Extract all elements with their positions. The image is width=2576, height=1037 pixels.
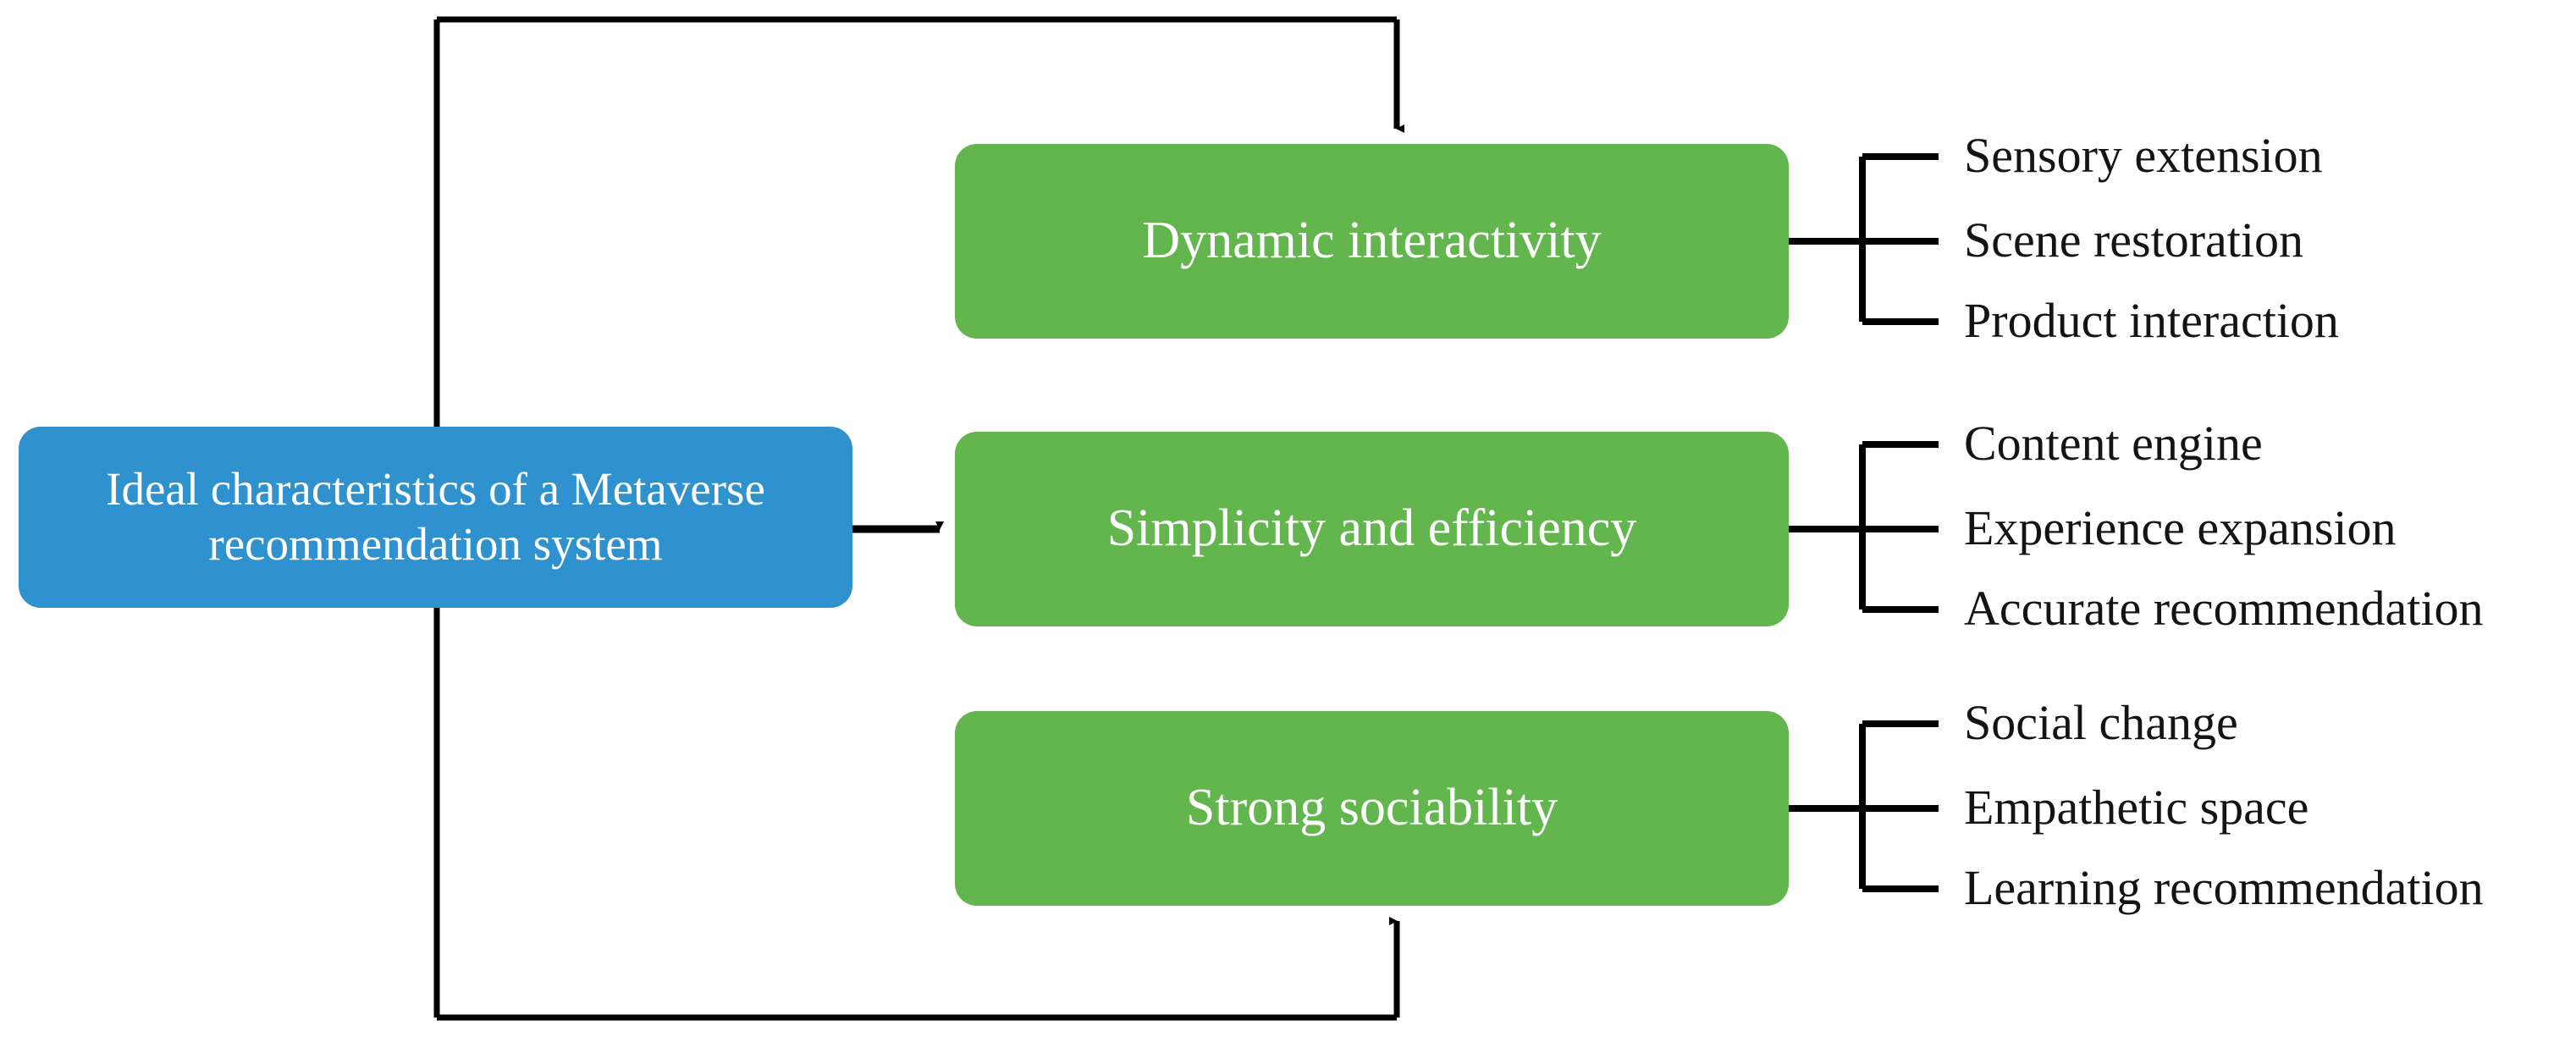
- branch-node-dynamic-interactivity[interactable]: Dynamic interactivity: [955, 144, 1789, 339]
- root-node-label-line2: recommendation system: [208, 518, 663, 570]
- bracket-strong-sociability: [1789, 720, 1939, 892]
- branch-node-simplicity-and-efficiency[interactable]: Simplicity and efficiency: [955, 432, 1789, 626]
- leaf-label: Content engine: [1964, 416, 2263, 471]
- leaf-label: Learning recommendation: [1964, 860, 2484, 915]
- branch-node-label: Simplicity and efficiency: [1106, 499, 1637, 558]
- leaf-label: Product interaction: [1964, 293, 2339, 348]
- branch-node-label: Strong sociability: [1185, 779, 1558, 837]
- root-node-label-line1: Ideal characteristics of a Metaverse: [106, 463, 765, 516]
- leaf-label: Experience expansion: [1964, 500, 2397, 555]
- leaf-label: Accurate recommendation: [1964, 581, 2484, 636]
- branch-node-label: Dynamic interactivity: [1142, 212, 1602, 270]
- leaf-label: Sensory extension: [1964, 128, 2323, 183]
- connector-root-to-strong-sociability: [437, 917, 1400, 1021]
- leaf-label: Empathetic space: [1964, 780, 2309, 835]
- branch-node-strong-sociability[interactable]: Strong sociability: [955, 711, 1789, 906]
- connector-root-to-dynamic-interactivity: [437, 16, 1404, 133]
- leaf-label: Scene restoration: [1964, 212, 2304, 268]
- bracket-simplicity-and-efficiency: [1789, 441, 1939, 613]
- bracket-dynamic-interactivity: [1789, 153, 1939, 325]
- leaf-label: Social change: [1964, 695, 2238, 750]
- root-node[interactable]: Ideal characteristics of a Metaverse rec…: [19, 427, 852, 608]
